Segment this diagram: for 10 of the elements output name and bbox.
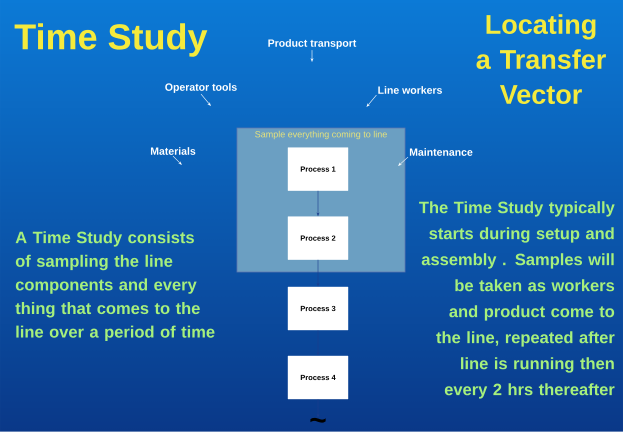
source-label: Operator tools: [165, 83, 237, 93]
description-text: A Time Study consists of sampling the line components and every thing that comes to the line over a period of time: [15, 231, 214, 341]
slide-title: Time Study: [14, 23, 208, 57]
source-label: Maintenance: [410, 148, 472, 156]
source-label: Materials: [150, 147, 196, 155]
description-text: The Time Study typically starts during setup and assembly . Samples will be taken as workers and product come to the line, repeated after line is running then every 2 hrs thereafter: [419, 201, 615, 399]
source-label: Product transport: [268, 39, 356, 49]
heading: Locating a Transfer Vector: [476, 14, 606, 104]
tilde-symbol: ~: [310, 418, 326, 423]
source-label: Line workers: [378, 86, 442, 94]
